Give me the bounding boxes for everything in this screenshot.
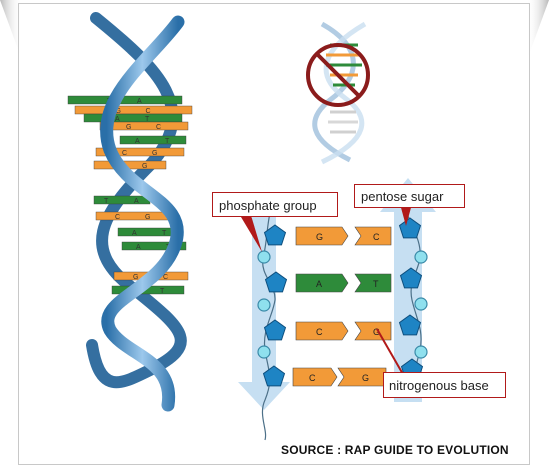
nitrogenous-base-left (295, 273, 349, 293)
phosphate-group-label: phosphate group (219, 198, 317, 213)
helix-base-letter: G (152, 150, 157, 157)
helix-base-letter: C (115, 214, 120, 221)
helix-base-letter: A (115, 116, 120, 123)
helix-base-letter: G (126, 124, 131, 131)
phosphate-circle (414, 345, 428, 359)
helix-base-letter: T (162, 230, 167, 237)
helix-base-letter: C (163, 274, 168, 281)
helix-base-letter: C (146, 108, 151, 115)
nitrogenous-base-right (354, 273, 392, 293)
helix-base-letter: A (135, 138, 140, 145)
phosphate-circle (414, 250, 428, 264)
helix-base-letter: T (165, 138, 170, 145)
helix-base-letter: T (145, 116, 150, 123)
base-letter: C (373, 232, 380, 242)
mini-helix-icon (306, 21, 370, 165)
callout-nitrogenous-base: nitrogenous base (376, 328, 506, 398)
helix-front-strand (100, 15, 185, 412)
helix-base-letter: G (145, 214, 150, 221)
prohibition-icon (306, 43, 370, 107)
pentose-sugar-label: pentose sugar (361, 189, 444, 204)
callout-pentose-sugar: pentose sugar (354, 184, 465, 226)
phosphate-circle (257, 298, 271, 312)
helix-base-letter: A (136, 244, 141, 251)
nitrogenous-base-left (295, 226, 349, 246)
callout-phosphate-group: phosphate group (212, 192, 338, 252)
helix-base-letter: A (134, 198, 139, 205)
nitrogenous-base-label: nitrogenous base (389, 378, 489, 393)
base-letter: C (316, 327, 323, 337)
helix-base-letter: G (142, 163, 147, 170)
helix-base-letter: A (137, 98, 142, 105)
nitrogenous-base-right (337, 367, 387, 387)
base-letter: T (373, 279, 379, 289)
source-caption: SOURCE : RAP GUIDE TO EVOLUTION (281, 443, 509, 457)
base-letter: C (309, 373, 316, 383)
base-letter: A (316, 279, 322, 289)
base-letter: G (373, 327, 380, 337)
base-letter: G (362, 373, 369, 383)
left-strand-arrow (238, 216, 290, 410)
corner-shadow-left (0, 0, 22, 60)
pentose-sugar-shape (262, 365, 286, 387)
helix-base-letter: T (160, 288, 165, 295)
nitrogenous-base-left (295, 321, 349, 341)
nitrogenous-base-right (354, 321, 392, 341)
pentose-sugar-shape (263, 319, 287, 341)
helix-base-letter: G (116, 108, 121, 115)
pentose-sugar-shape (264, 271, 288, 293)
pentose-sugar-shape (263, 224, 287, 246)
pentose-sugar-shape (399, 267, 423, 289)
corner-shadow-right (527, 0, 549, 60)
helix-base-letter: A (132, 230, 137, 237)
base-letter: G (316, 232, 323, 242)
nitrogenous-base-right (354, 226, 392, 246)
pentose-sugar-shape (398, 314, 422, 336)
nitrogenous-base-left (292, 367, 338, 387)
page-border (18, 3, 530, 465)
helix-base-letter: G (133, 274, 138, 281)
phosphate-circle (257, 345, 271, 359)
phosphate-circle (414, 297, 428, 311)
phosphate-circle (257, 250, 271, 264)
helix-base-letter: T (104, 198, 109, 205)
helix-base-letter: C (122, 150, 127, 157)
helix-base-letter: C (156, 124, 161, 131)
pentose-sugar-shape (398, 217, 422, 239)
